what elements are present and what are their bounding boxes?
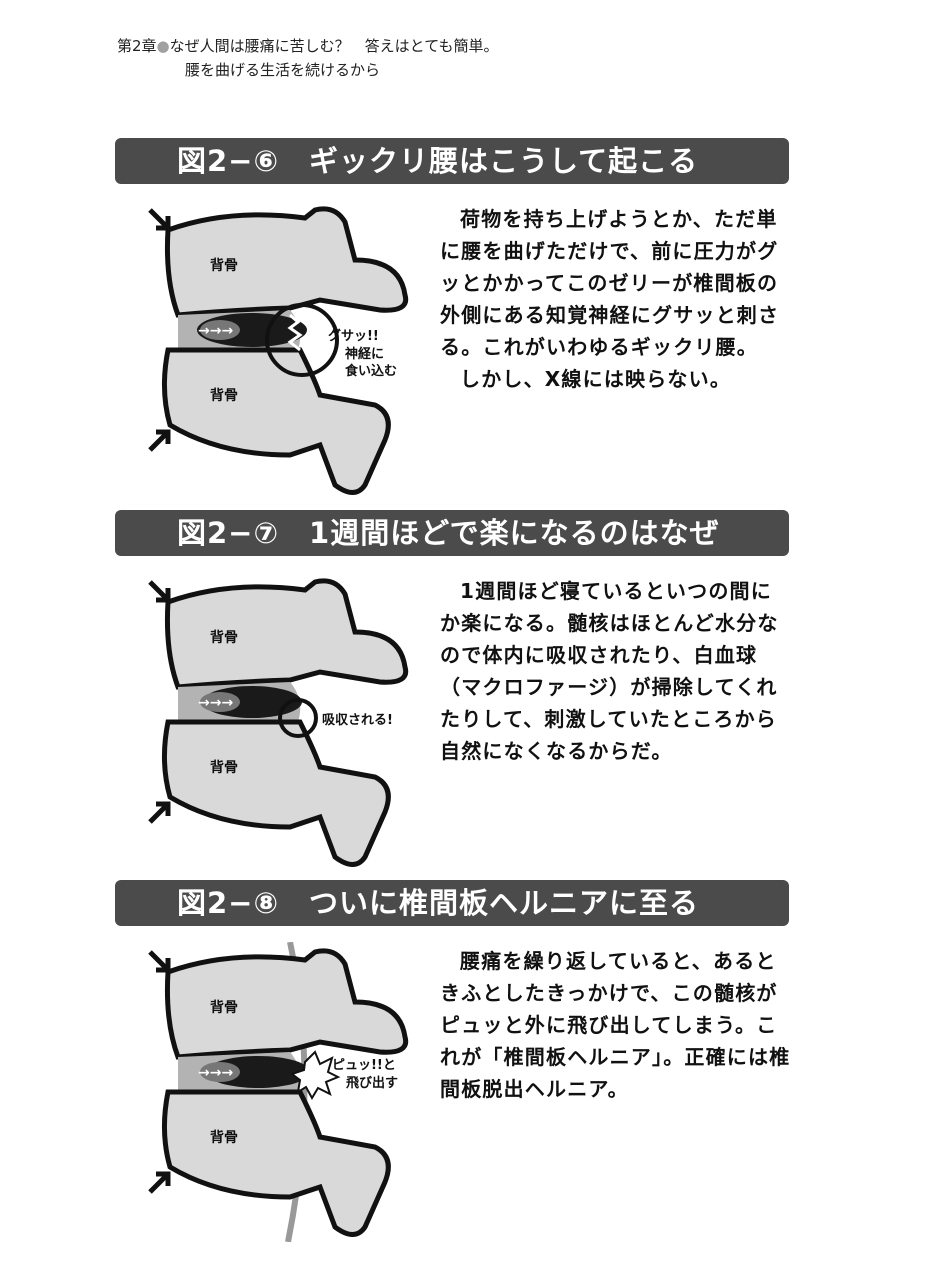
top-vertebra (164, 206, 409, 318)
spine-illustration-6: →→→ 背骨 背骨 グサッ!! 神経に 食い込む (140, 200, 430, 500)
figure-title-bar-8: 図2−⑧ ついに椎間板ヘルニアに至る (115, 880, 789, 926)
spine-diagram: →→→ 背骨 背骨 ピュッ!!と 飛び出す (148, 942, 409, 1242)
paragraph: 腰痛を繰り返していると、あるときふとしたきっかけで、この髄核がピュッと外に飛び出… (440, 949, 791, 1101)
pressure-arrow-bottom (148, 1171, 171, 1194)
pressure-arrow-bottom (148, 429, 171, 452)
chapter-header: 第2章●なぜ人間は腰痛に苦しむ？ 答えはとても簡単。 腰を曲げる生活を続けるから (117, 34, 498, 82)
svg-text:→→→: →→→ (198, 323, 233, 339)
callout-2: 飛び出す (345, 1075, 398, 1091)
figure-label: 図2−⑦ (177, 516, 280, 550)
highlight-circle (265, 303, 339, 377)
bullet-dot-icon: ● (156, 37, 170, 55)
bottom-vertebra (161, 347, 391, 495)
figure-title-bar-7: 図2−⑦ 1週間ほどで楽になるのはなぜ (115, 510, 789, 556)
callout-3: 食い込む (345, 363, 397, 379)
pressure-arrow-top (148, 580, 171, 603)
figure-title-bar-6: 図2−⑥ ギックリ腰はこうして起こる (115, 138, 789, 184)
chapter-title-line2: 腰を曲げる生活を続けるから (185, 61, 381, 79)
bone-label-top: 背骨 (210, 999, 238, 1016)
figure-title: 1週間ほどで楽になるのはなぜ (309, 516, 720, 550)
chapter-number: 第2章 (117, 37, 157, 55)
callout-2: 神経に (345, 346, 384, 362)
herniation-burst-icon (289, 1050, 341, 1101)
chapter-title-line1: なぜ人間は腰痛に苦しむ？ 答えはとても簡単。 (169, 37, 499, 55)
top-vertebra (164, 578, 409, 690)
zigzag-nerve (287, 313, 303, 352)
pressure-arrow-top (148, 208, 171, 231)
paragraph: 1週間ほど寝ているといつの間にか楽になる。髄核はほとんど水分なので体内に吸収され… (440, 579, 779, 763)
spine-illustration-7: →→→ 背骨 背骨 吸収される! (140, 572, 430, 872)
callout-1: ピュッ!!と (332, 1058, 396, 1073)
bone-label-top: 背骨 (210, 257, 238, 274)
figure-title: ついに椎間板ヘルニアに至る (309, 886, 700, 920)
pressure-arrow-bottom (148, 801, 171, 824)
bone-label-bottom: 背骨 (210, 759, 238, 776)
bottom-vertebra (161, 719, 391, 867)
svg-text:→→→: →→→ (198, 1065, 233, 1081)
bottom-vertebra (161, 1089, 391, 1237)
section-6-body: 荷物を持ち上げようとか、ただ単に腰を曲げただけで、前に圧力がグッとかかってこのゼ… (440, 203, 792, 395)
spine-diagram: →→→ 背骨 背骨 グサッ!! 神経に 食い込む (148, 206, 409, 495)
figure-label: 図2−⑧ (177, 886, 280, 920)
spine-illustration-8: →→→ 背骨 背骨 ピュッ!!と 飛び出す (140, 942, 430, 1242)
callout-1: 吸収される! (322, 713, 393, 728)
paragraph: しかし、X線には映らない。 (460, 367, 732, 391)
bone-label-bottom: 背骨 (210, 1129, 238, 1146)
pressure-arrow-top (148, 950, 171, 973)
top-vertebra (164, 948, 409, 1060)
paragraph: 荷物を持ち上げようとか、ただ単に腰を曲げただけで、前に圧力がグッとかかってこのゼ… (440, 207, 780, 359)
figure-title: ギックリ腰はこうして起こる (309, 144, 699, 178)
svg-text:→→→: →→→ (198, 695, 233, 711)
section-7-body: 1週間ほど寝ているといつの間にか楽になる。髄核はほとんど水分なので体内に吸収され… (440, 575, 792, 767)
spine-diagram: →→→ 背骨 背骨 吸収される! (148, 578, 409, 867)
bone-label-top: 背骨 (210, 629, 238, 646)
highlight-circle (278, 698, 318, 738)
figure-label: 図2−⑥ (177, 144, 280, 178)
section-8-body: 腰痛を繰り返していると、あるときふとしたきっかけで、この髄核がピュッと外に飛び出… (440, 945, 792, 1105)
bone-label-bottom: 背骨 (210, 387, 238, 404)
callout-1: グサッ!! (328, 328, 379, 344)
